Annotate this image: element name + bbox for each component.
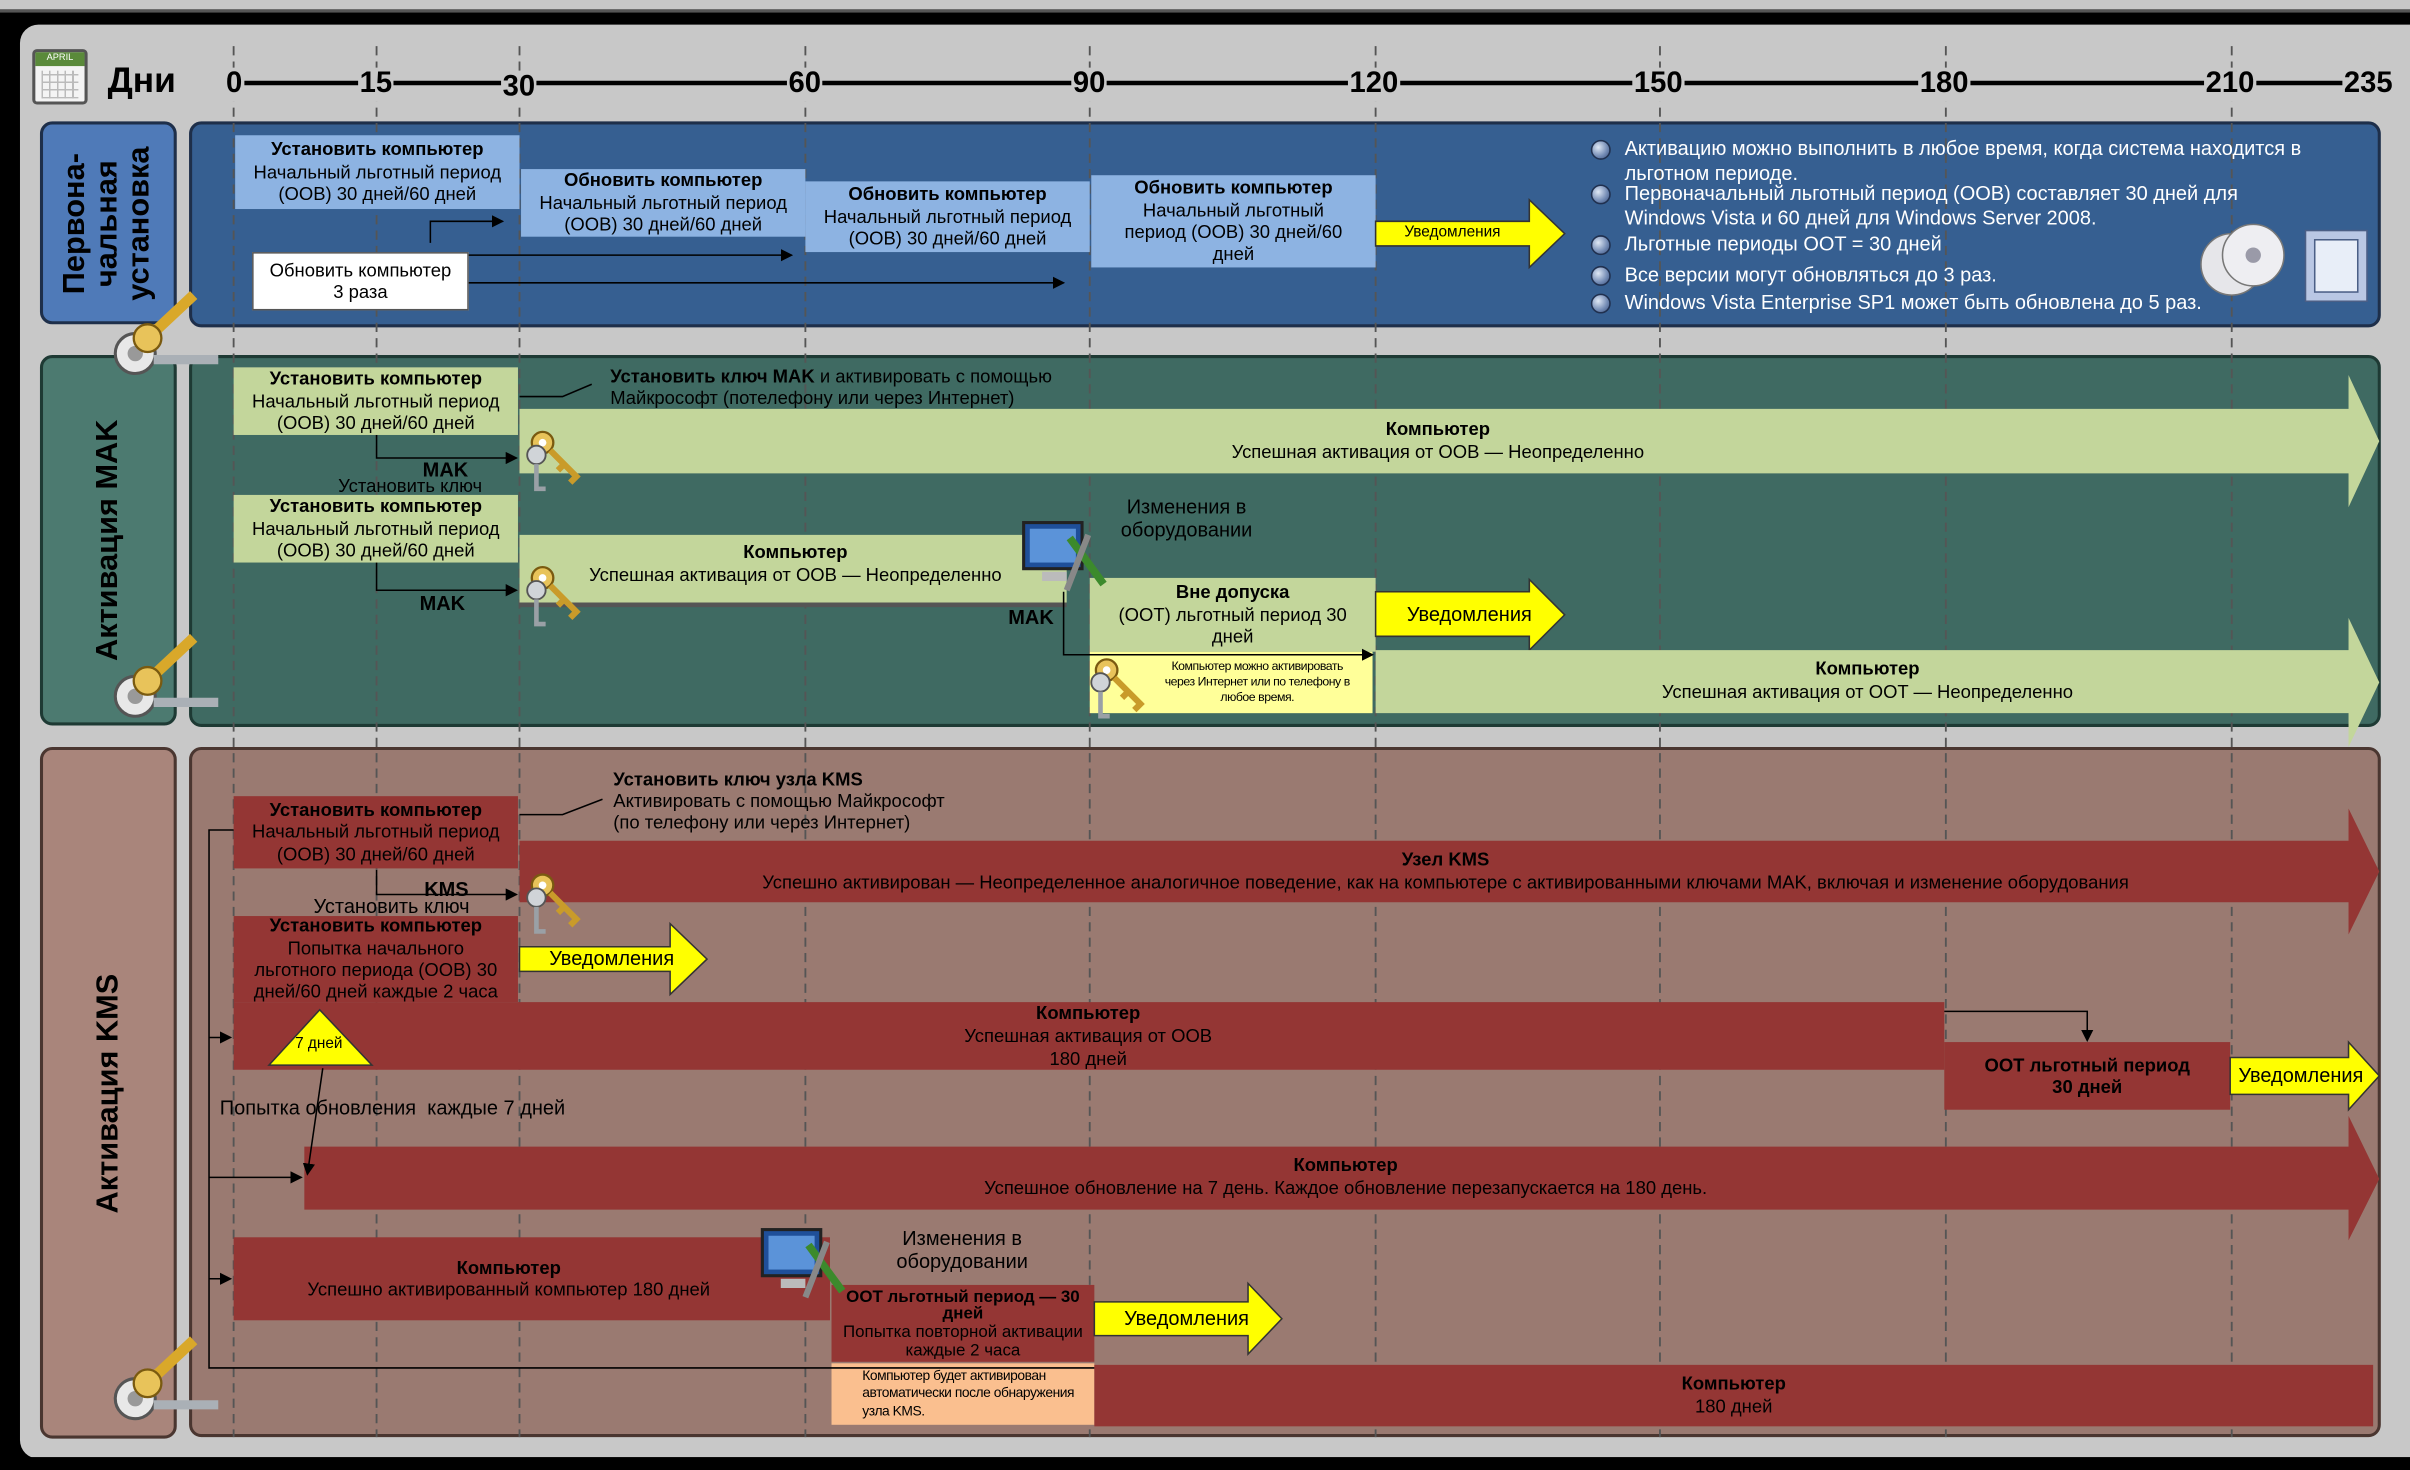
initial-label-panel <box>39 121 177 325</box>
kms-notice-1: Уведомления <box>549 946 675 970</box>
initial-rearm-box-3: Обновить компьютер Начальный льготный пе… <box>1091 175 1376 268</box>
initial-rearm-box-1: Обновить компьютер Начальный льготный пе… <box>521 169 806 237</box>
section-key-icon-2 <box>115 638 218 716</box>
tick-235: 235 <box>2342 67 2395 102</box>
bottom-bar <box>0 1457 2410 1470</box>
mak-callout: Установить ключ MAK и активировать с пом… <box>610 365 1052 409</box>
tick-150: 150 <box>1632 67 1685 102</box>
tick-15: 15 <box>358 67 394 102</box>
mak-label-3: MAK <box>1008 605 1054 629</box>
kms-bar-2: Компьютер Успешная активация от OOB 180 … <box>964 1001 1213 1069</box>
kms-bar-4: Компьютер 180 дней <box>1681 1372 1786 1418</box>
kms-renew-label: Попытка обновления каждые 7 дней <box>219 1095 566 1119</box>
bullet-4: Все версии могут обновляться до 3 раз. <box>1590 263 2209 287</box>
mak-notice: Уведомления <box>1406 602 1532 626</box>
kms-oot-box: OOT льготный период 30 дней <box>1984 1053 2191 1098</box>
kms-notice-3: Уведомления <box>1124 1306 1250 1330</box>
kms-salmon-note: Компьютер будет активирован автоматическ… <box>862 1368 1075 1419</box>
section-key-icon-3 <box>115 1340 218 1418</box>
tick-180: 180 <box>1918 67 1970 102</box>
initial-notice: Уведомления <box>1404 224 1501 241</box>
tick-0: 0 <box>224 67 244 102</box>
bullet-3: Льготные периоды OOT = 30 дней <box>1590 232 2209 256</box>
calendar-icon: APRIL <box>32 49 88 105</box>
kms-bar-3: Компьютер Успешное обновление на 7 день.… <box>984 1154 1708 1199</box>
mak-oot-box: Вне допуска (OOT) льготный период 30 дне… <box>1118 581 1347 648</box>
kms-oot-box-2: OOT льготный период — 30 дней Попытка по… <box>842 1287 1083 1360</box>
initial-install-box: Установить компьютер Начальный льготный … <box>235 135 520 210</box>
bullet-1: Активацию можно выполнить в любое время,… <box>1590 137 2363 185</box>
kms-label-panel <box>39 746 177 1439</box>
kms-install-box-1: Установить компьютер Начальный льготный … <box>251 799 500 865</box>
kms-hw-change-label: Изменения в оборудовании <box>896 1226 1028 1273</box>
tick-90: 90 <box>1071 67 1107 102</box>
top-strip <box>0 0 2410 13</box>
mak-label-panel <box>39 355 177 726</box>
kms-key-label: KMS <box>424 877 469 901</box>
kms-bar-1: Узел KMS Успешно активирован — Неопредел… <box>762 848 2129 893</box>
tick-120: 120 <box>1347 67 1400 102</box>
bullet-2: Первоначальный льготный период (OOB) сос… <box>1590 181 2316 229</box>
mak-small-note: Компьютер можно активировать через Интер… <box>1164 659 1351 704</box>
mak-install-box-1: Установить компьютер Начальный льготный … <box>233 367 518 435</box>
monitor-icon <box>1024 523 1101 592</box>
days-label: Дни <box>107 59 176 100</box>
tick-60: 60 <box>786 67 823 102</box>
kms-notice-2: Уведомления <box>2238 1063 2364 1087</box>
key-icon <box>530 430 591 491</box>
rearm-count-box: Обновить компьютер 3 раза <box>252 252 469 311</box>
kms-activated-box: Компьютер Успешно активированный компьют… <box>307 1256 711 1301</box>
initial-rearm-box-2: Обновить компьютер Начальный льготный пе… <box>805 181 1090 253</box>
tick-210: 210 <box>2204 67 2256 102</box>
mak-bar-3: Компьютер Успешная активация от OOT — Не… <box>1661 657 2074 703</box>
mak-install-key-label: Установить ключ <box>338 474 483 497</box>
mak-label-1: MAK <box>422 458 469 482</box>
mak-hw-change-label: Изменения в оборудовании <box>1120 494 1253 541</box>
mak-bar-1: Компьютер Успешная активация от OOB — Не… <box>1231 418 1645 463</box>
kms-7days-label: 7 дней <box>295 1035 343 1053</box>
bullet-5: Windows Vista Enterprise SP1 может быть … <box>1590 290 2286 314</box>
kms-install-key-label: Установить ключ <box>313 894 470 918</box>
tick-30: 30 <box>501 70 537 105</box>
kms-install-box-2: Установить компьютер Попытка начального … <box>253 914 498 1003</box>
section-key-icon-1 <box>115 295 218 373</box>
mak-bar-2: Компьютер Успешная активация от OOB — Не… <box>589 541 1002 586</box>
mak-install-box-2: Установить компьютер Начальный льготный … <box>233 494 518 563</box>
mak-label-2: MAK <box>419 591 466 615</box>
